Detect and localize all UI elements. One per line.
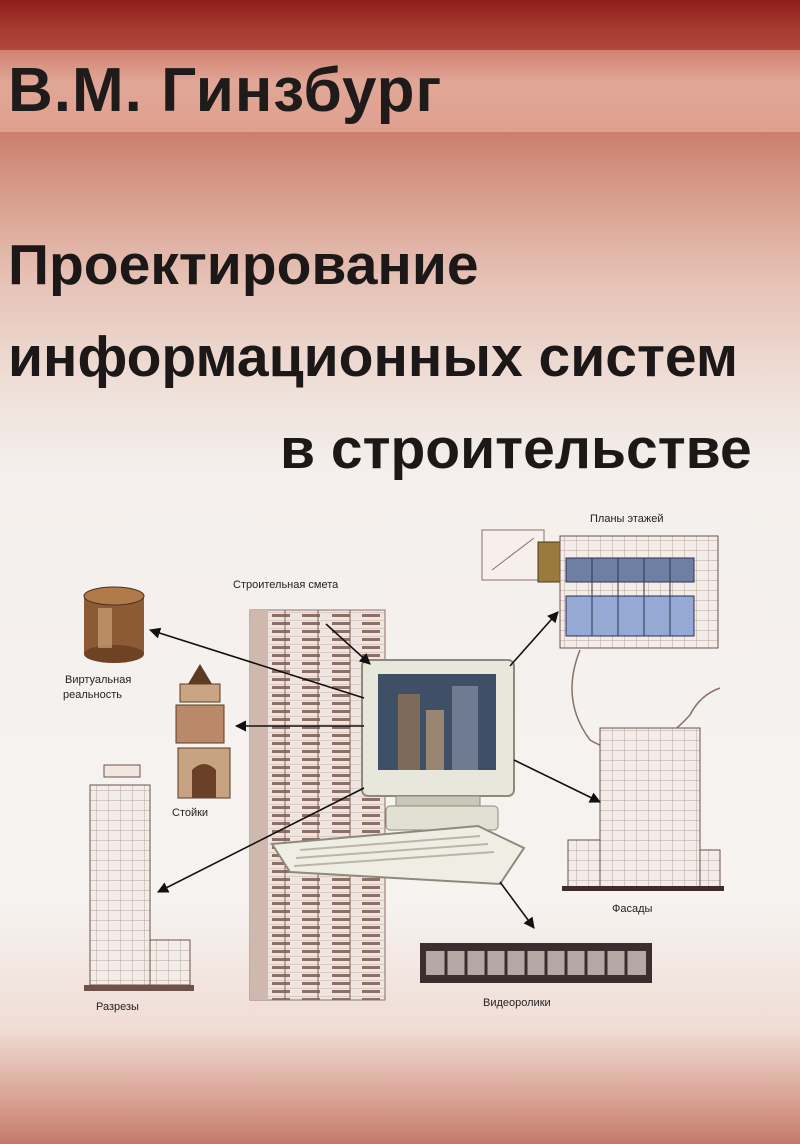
facade-drawing	[562, 727, 724, 891]
author-name: В.М. Гинзбург	[8, 56, 443, 125]
label-sections: Разрезы	[96, 1001, 139, 1013]
label-virtual-reality-1: Виртуальная	[65, 674, 131, 686]
label-columns: Стойки	[172, 807, 208, 819]
label-floor-plans: Планы этажей	[590, 513, 664, 525]
floor-plans-drawing	[481, 529, 721, 752]
label-video: Видеоролики	[483, 997, 551, 1009]
book-title-line-3: в строительстве	[280, 417, 752, 481]
sections-drawing	[84, 764, 194, 991]
author-band	[0, 50, 800, 132]
label-construction-estimate: Строительная смета	[233, 579, 339, 591]
book-title-line-1: Проектирование	[8, 233, 479, 297]
label-facades: Фасады	[612, 903, 653, 915]
computer-icon	[270, 659, 526, 886]
cover-illustration: Строительная смета Виртуальная реальност…	[63, 513, 724, 1013]
book-title-line-2: информационных систем	[8, 325, 739, 389]
virtual-reality-model-icon	[83, 586, 145, 663]
video-filmstrip	[420, 943, 652, 983]
connector-arrows	[148, 611, 602, 929]
column-model-icon	[175, 664, 231, 799]
label-virtual-reality-2: реальность	[63, 689, 122, 701]
